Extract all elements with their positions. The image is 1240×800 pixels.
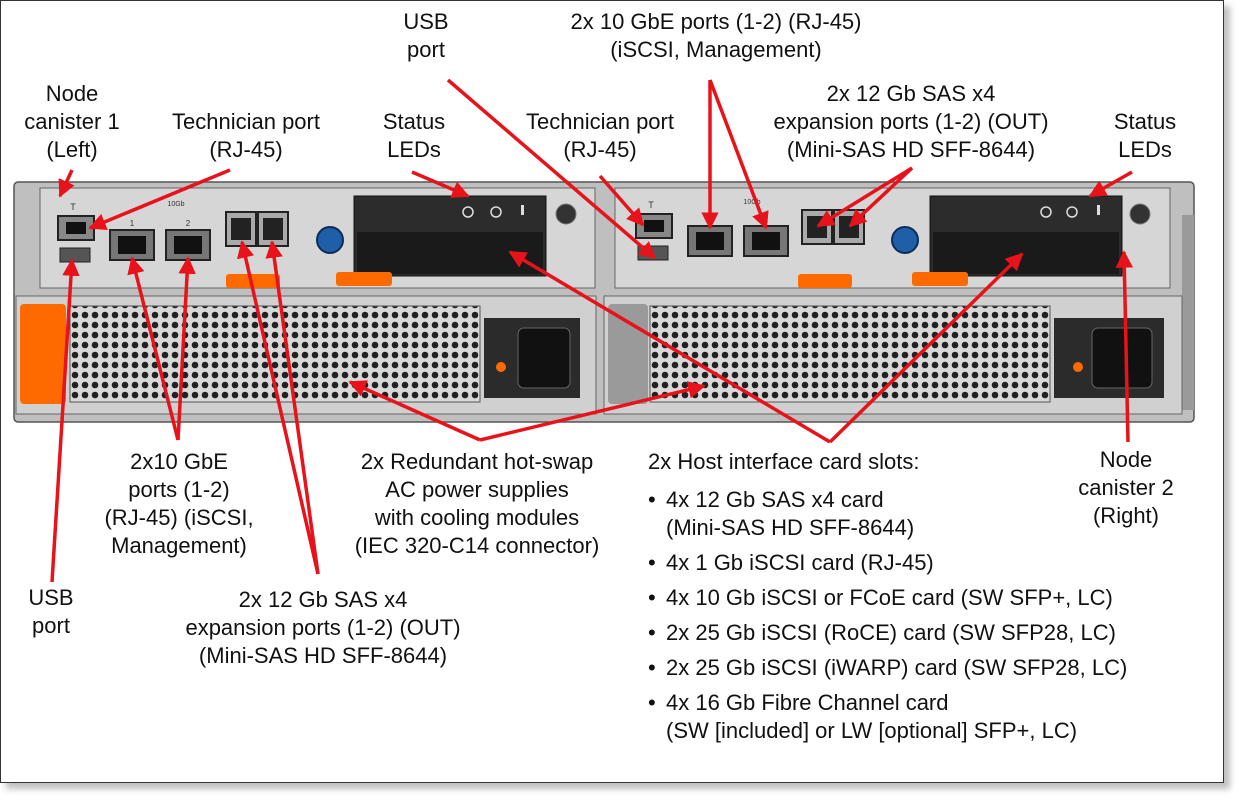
power-supply-right: [603, 295, 1183, 415]
label-status-leds-right: Status LEDs: [1113, 109, 1177, 162]
label-gbe-ports-bottom: 2x10 GbE ports (1-2) (RJ-45) (iSCSI, Man…: [104, 449, 254, 558]
callout-usb-top: [446, 78, 657, 260]
gbe-port-right-2: [743, 225, 789, 257]
callout-tech-right: [598, 174, 645, 227]
callout-sas-top-2: [848, 166, 914, 228]
gbe-port-right-1: [687, 225, 733, 257]
callout-host-right: [828, 252, 1024, 444]
tech-port-left: [57, 215, 95, 241]
label-power-supplies: 2x Redundant hot-swap AC power supplies …: [354, 449, 600, 558]
tech-port-right: [635, 213, 673, 239]
callout-psu-left: [348, 380, 481, 442]
label-usb-port-top: USB port: [403, 9, 449, 62]
power-supply-left: [15, 295, 597, 415]
status-leds-left: [462, 205, 524, 218]
label-technician-port-right: Technician port (RJ-45): [526, 109, 674, 162]
callout-sas-bottom-2: [265, 240, 320, 575]
host-card-item: 4x 1 Gb iSCSI card (RJ-45): [648, 549, 1127, 577]
label-technician-port-left: Technician port (RJ-45): [172, 109, 320, 162]
callout-node2: [1115, 250, 1134, 443]
host-card-list: 4x 12 Gb SAS x4 card (Mini-SAS HD SFF-86…: [648, 486, 1127, 752]
sas-port-left-2: [257, 211, 289, 247]
callout-psu-right: [479, 381, 706, 442]
label-gbe-ports-top: 2x 10 GbE ports (1-2) (RJ-45) (iSCSI, Ma…: [570, 9, 862, 62]
host-card-item: 4x 10 Gb iSCSI or FCoE card (SW SFP+, LC…: [648, 584, 1127, 612]
status-leds-right: [1040, 205, 1100, 218]
callout-usb-bottom: [50, 258, 80, 583]
label-sas-ports-top: 2x 12 Gb SAS x4 expansion ports (1-2) (O…: [773, 81, 1049, 162]
host-card-item: 2x 25 Gb iSCSI (iWARP) card (SW SFP28, L…: [648, 654, 1127, 682]
label-status-leds-left: Status LEDs: [382, 109, 446, 162]
callout-sas-top-1: [816, 166, 913, 228]
host-card-item: 4x 12 Gb SAS x4 card (Mini-SAS HD SFF-86…: [648, 486, 1127, 542]
sas-port-left-1: [225, 211, 257, 247]
speed-mark-right: 10Gb: [743, 199, 760, 206]
label-host-interface-title: 2x Host interface card slots:: [648, 449, 920, 474]
port-number-1-left: 1: [130, 219, 135, 228]
label-node-canister-1: Node canister 1 (Left): [24, 81, 120, 162]
t-mark-left: T: [70, 202, 76, 212]
callout-status-right: [1088, 170, 1133, 198]
callout-node1: [58, 169, 75, 198]
sas-port-right-1: [801, 209, 833, 245]
callout-status-left: [411, 170, 470, 198]
t-mark-right: T: [648, 200, 654, 210]
usb-port-left: [59, 247, 91, 263]
callout-host-left: [508, 250, 831, 444]
gbe-port-left-2: [165, 229, 211, 261]
callout-tech-left: [88, 168, 231, 231]
label-sas-ports-bottom: 2x 12 Gb SAS x4 expansion ports (1-2) (O…: [185, 587, 461, 668]
callout-gbe-bottom-2: [176, 256, 196, 441]
host-card-item: 2x 25 Gb iSCSI (RoCE) card (SW SFP28, LC…: [648, 619, 1127, 647]
callout-gbe-bottom-1: [127, 256, 180, 441]
label-usb-port-bottom: USB port: [28, 585, 74, 638]
callout-sas-bottom-1: [236, 240, 320, 575]
callout-gbe-top-2: [708, 79, 769, 230]
speed-mark-left: 10Gb: [167, 201, 184, 208]
callout-lines: [50, 78, 1134, 583]
port-number-2-left: 2: [186, 219, 191, 228]
host-card-item: 4x 16 Gb Fibre Channel card (SW [include…: [648, 689, 1127, 745]
gbe-port-left-1: [109, 229, 155, 261]
